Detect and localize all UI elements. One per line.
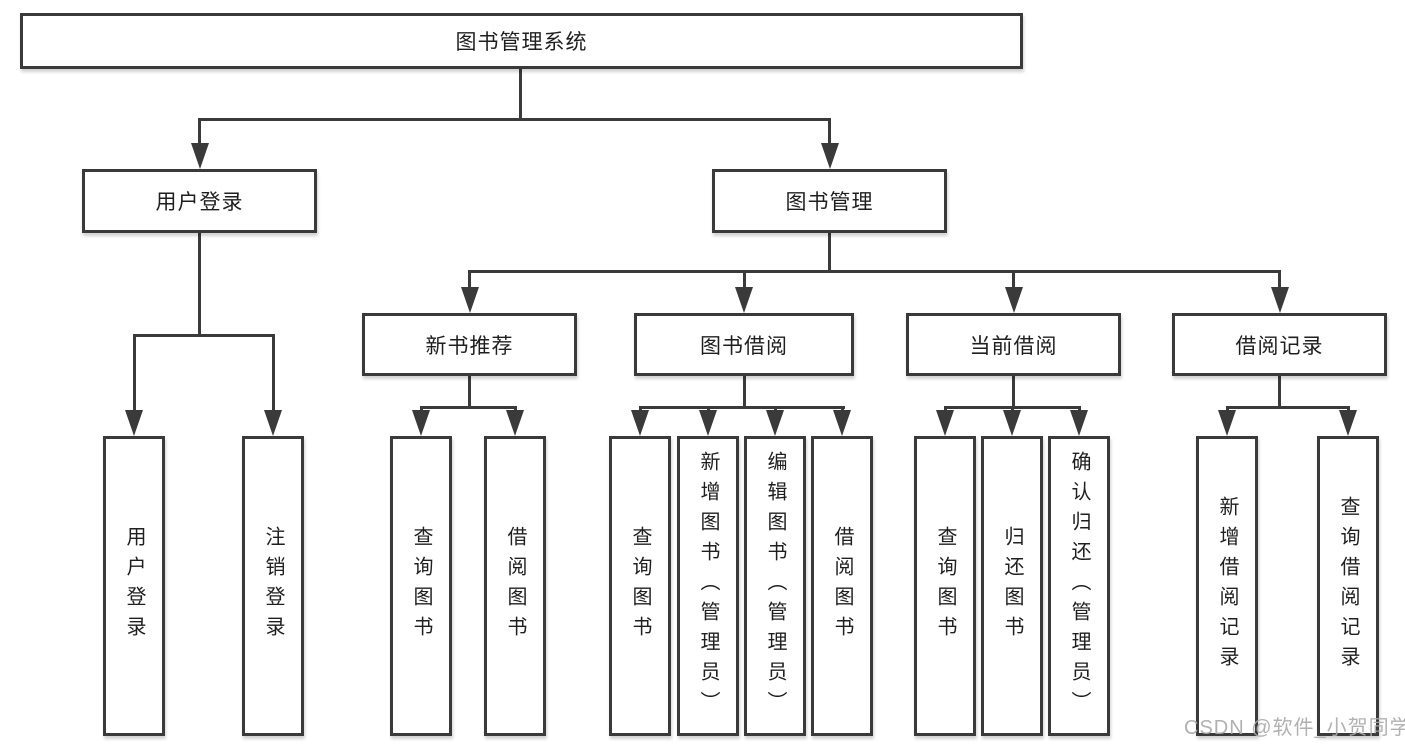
- connector-line: [828, 119, 831, 145]
- connector-line: [1010, 407, 1014, 412]
- connector-line: [468, 375, 471, 408]
- node-label: 新增图书（管理员）: [697, 451, 719, 721]
- arrowhead-down-icon: [936, 410, 954, 436]
- node-label: 查询图书: [629, 526, 651, 646]
- node-label: 借阅图书: [504, 526, 526, 646]
- node-book-borrow: 图书借阅: [634, 313, 854, 376]
- connector-line: [742, 271, 746, 289]
- arrowhead-down-icon: [735, 287, 753, 313]
- leaf-query-books-current: 查询图书: [914, 436, 976, 736]
- leaf-add-book-admin: 新增图书（管理员）: [677, 436, 739, 736]
- leaf-query-books-borrow: 查询图书: [609, 436, 671, 736]
- connector-line: [468, 271, 471, 289]
- arrowhead-down-icon: [820, 143, 839, 169]
- connector-line: [198, 119, 201, 145]
- leaf-return-book: 归还图书: [981, 436, 1043, 736]
- node-label: 新增借阅记录: [1216, 496, 1238, 676]
- leaf-edit-book-admin: 编辑图书（管理员）: [744, 436, 806, 736]
- connector-line: [419, 405, 517, 409]
- connector-line: [271, 335, 275, 412]
- arrowhead-down-icon: [699, 410, 717, 436]
- connector-line: [198, 232, 201, 336]
- arrowhead-down-icon: [1003, 410, 1021, 436]
- arrowhead-down-icon: [1070, 410, 1088, 436]
- connector-line: [773, 407, 777, 412]
- connector-line: [1012, 271, 1015, 289]
- connector-line: [1077, 407, 1081, 412]
- leaf-user-login: 用户登录: [103, 436, 165, 736]
- node-label: 归还图书: [1001, 526, 1023, 646]
- connector-line: [1278, 375, 1281, 408]
- leaf-add-borrow-record: 新增借阅记录: [1196, 436, 1258, 736]
- arrowhead-down-icon: [1004, 287, 1023, 313]
- arrowhead-down-icon: [833, 410, 851, 436]
- arrowhead-down-icon: [412, 410, 430, 436]
- connector-line: [419, 407, 423, 412]
- connector-line: [1225, 407, 1229, 412]
- connector-line: [1346, 407, 1350, 412]
- node-label: 用户登录: [123, 526, 145, 646]
- arrowhead-down-icon: [125, 410, 143, 436]
- watermark: CSDN @软件_小贺同学: [1184, 717, 1405, 739]
- node-label: 确认归还（管理员）: [1068, 451, 1090, 721]
- node-label: 查询借阅记录: [1337, 496, 1359, 676]
- connector-line: [638, 407, 642, 412]
- arrowhead-down-icon: [1270, 287, 1289, 313]
- node-label: 图书管理: [785, 191, 874, 214]
- connector-line: [840, 407, 844, 412]
- connector-line: [132, 335, 136, 412]
- connector-line: [706, 407, 710, 412]
- node-label: 编辑图书（管理员）: [764, 451, 786, 721]
- leaf-confirm-return-admin: 确认归还（管理员）: [1048, 436, 1110, 736]
- connector-line: [133, 333, 275, 337]
- arrowhead-down-icon: [631, 410, 649, 436]
- leaf-logout: 注销登录: [242, 436, 304, 736]
- node-label: 借阅记录: [1235, 334, 1324, 358]
- node-label: 注销登录: [262, 526, 284, 646]
- node-label: 借阅图书: [831, 526, 853, 646]
- leaf-borrow-books-recommend: 借阅图书: [484, 436, 546, 736]
- node-label: 图书管理系统: [455, 31, 588, 54]
- connector-line: [1012, 375, 1015, 408]
- connector-line: [1225, 405, 1350, 409]
- arrowhead-down-icon: [1339, 410, 1357, 436]
- connector-line: [828, 232, 831, 273]
- node-new-book-recommend: 新书推荐: [362, 313, 577, 376]
- arrowhead-down-icon: [766, 410, 784, 436]
- arrowhead-down-icon: [1218, 410, 1236, 436]
- node-label: 新书推荐: [425, 334, 514, 358]
- node-book-management: 图书管理: [712, 169, 947, 233]
- connector-line: [1278, 271, 1281, 289]
- connector-line: [742, 375, 746, 408]
- node-user-login: 用户登录: [82, 169, 317, 233]
- node-label: 查询图书: [410, 526, 432, 646]
- node-borrow-records: 借阅记录: [1172, 313, 1387, 376]
- connector-line: [943, 407, 947, 412]
- arrowhead-down-icon: [190, 143, 209, 169]
- leaf-query-borrow-record: 查询借阅记录: [1317, 436, 1379, 736]
- connector-line: [198, 117, 831, 121]
- connector-line: [468, 269, 1281, 273]
- node-current-borrow: 当前借阅: [906, 313, 1121, 376]
- connector-line: [638, 405, 845, 409]
- node-label: 查询图书: [934, 526, 956, 646]
- arrowhead-down-icon: [506, 410, 524, 436]
- connector-line: [513, 407, 517, 412]
- node-root: 图书管理系统: [20, 13, 1023, 69]
- node-label: 图书借阅: [700, 334, 788, 358]
- leaf-borrow-books-borrow: 借阅图书: [811, 436, 873, 736]
- leaf-query-books-recommend: 查询图书: [390, 436, 452, 736]
- arrowhead-down-icon: [264, 410, 282, 436]
- arrowhead-down-icon: [460, 287, 479, 313]
- node-label: 用户登录: [155, 191, 244, 214]
- connector-line: [518, 68, 522, 121]
- node-label: 当前借阅: [969, 334, 1058, 358]
